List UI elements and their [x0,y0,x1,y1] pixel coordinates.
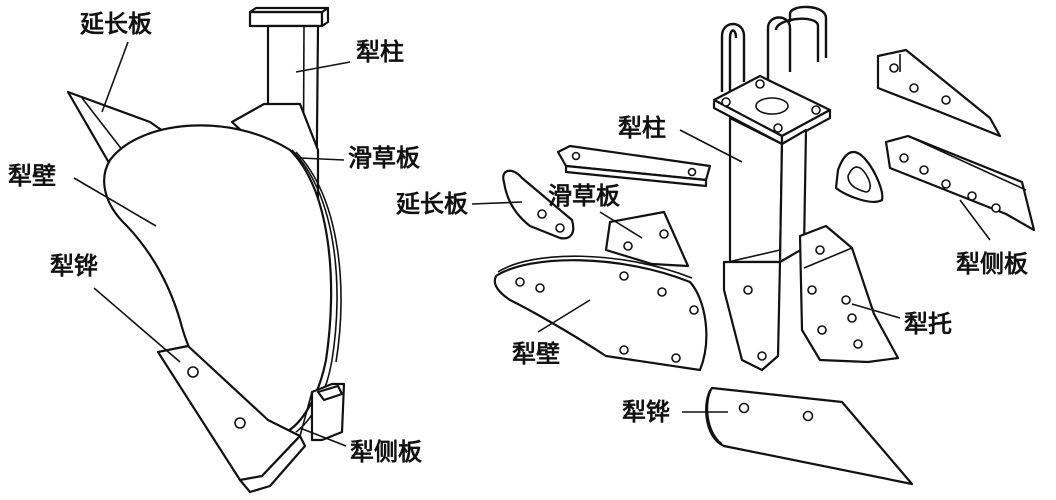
right-extension-plate [502,169,575,240]
left-side-plate [299,382,346,442]
label-left-side-plate: 犁侧板 [350,438,423,466]
leader-left-extension [101,41,129,113]
small-wedge-piece [834,150,884,203]
label-right-extension: 延长板 [395,190,469,218]
leader-left-landside-guide [299,157,345,161]
shank-clamp-plate [712,74,832,146]
leader-right-extension [471,201,523,205]
label-right-share: 犁铧 [622,398,670,426]
u-bolts [720,5,828,92]
label-left-extension: 延长板 [79,10,153,38]
right-landside-guide [604,210,690,268]
leader-right-shank [679,129,743,163]
label-right-side-plate: 犁侧板 [956,250,1029,278]
leader-right-frog [851,303,901,319]
leader-left-side-plate [299,427,347,447]
leader-right-landside-guide [599,211,643,239]
label-left-shank: 犁柱 [356,38,404,66]
leader-left-share [93,287,181,363]
right-side-plate [884,134,1036,232]
label-right-landside-guide: 滑草板 [548,182,621,210]
right-share [705,386,914,486]
leader-left-shank [295,61,351,73]
right-frog [798,224,900,364]
exploded-plow [493,5,1036,486]
connecting-strap [556,144,712,188]
label-right-frog: 犁托 [904,310,952,338]
left-share [156,344,307,494]
right-upper-side-plate [876,48,1002,138]
right-moldboard [493,255,708,372]
label-left-share: 犁铧 [50,252,98,280]
assembled-plow [66,6,346,494]
leader-left-moldboard [73,177,157,227]
label-right-moldboard: 犁壁 [512,340,560,368]
leader-right-side-plate [959,199,991,241]
label-right-shank: 犁柱 [618,114,666,142]
label-left-moldboard: 犁壁 [8,162,56,190]
label-left-landside-guide: 滑草板 [348,144,421,172]
leader-right-moldboard [537,299,591,333]
right-shank [722,116,808,372]
